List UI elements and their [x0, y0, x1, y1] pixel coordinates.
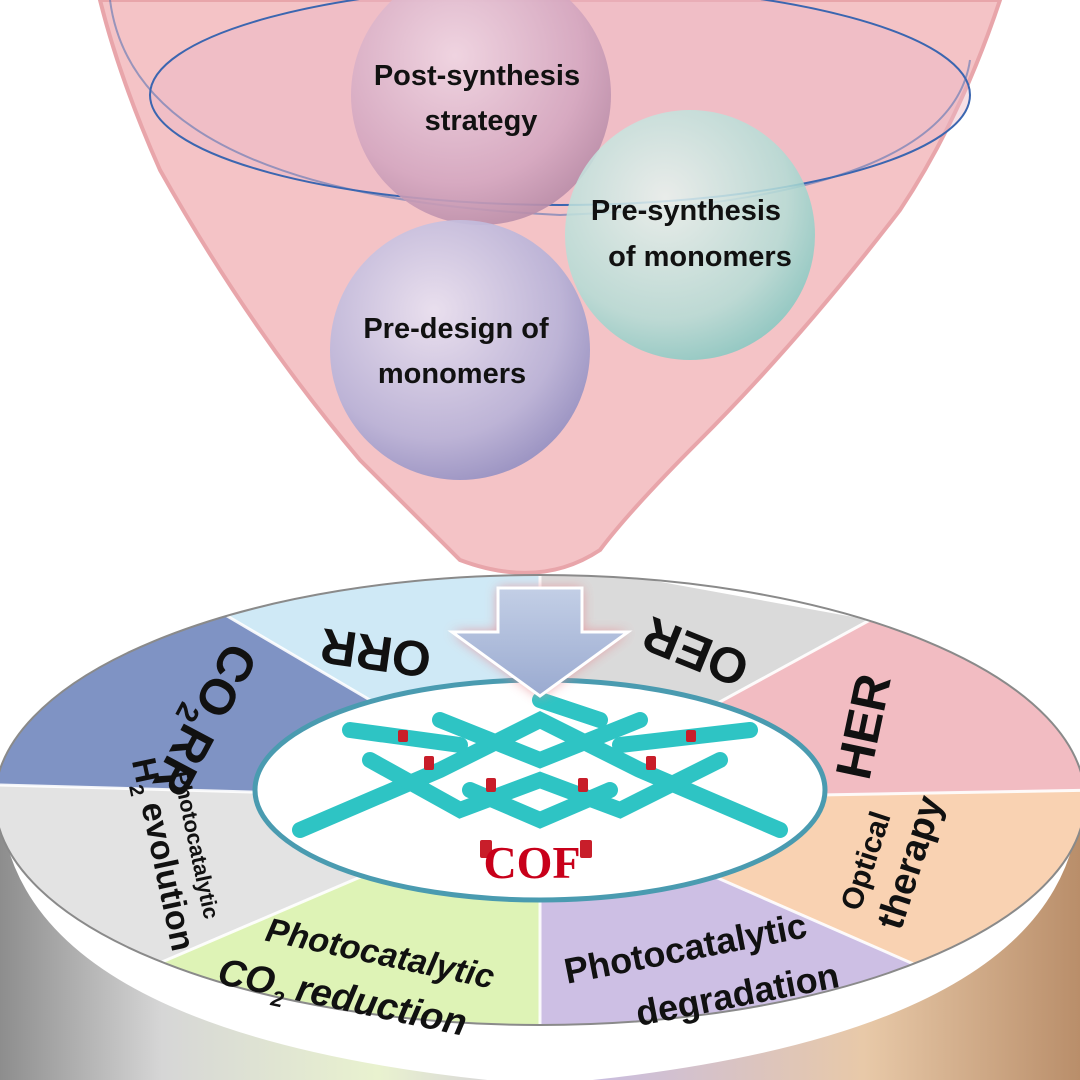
sphere-pre-design: Pre-design of monomers — [330, 220, 590, 480]
cof-center: COF — [252, 677, 828, 903]
cof-label: COF — [483, 837, 580, 888]
cof-linkers — [398, 730, 696, 858]
sphere-pre-design-line2: monomers — [378, 358, 526, 390]
sphere-pre-synthesis-line1: Pre-synthesis — [591, 195, 781, 227]
label-co2-sub: 2 — [268, 985, 287, 1012]
sphere-post-synthesis-line1: Post-synthesis — [374, 60, 580, 92]
sphere-pre-synthesis-line2: of monomers — [608, 241, 792, 273]
svg-text:Pre-synthesis of monomer: Pre-synthesis of monomers — [591, 195, 792, 273]
svg-text:Pre-design of monomers: Pre-design of monomers — [363, 313, 556, 390]
sector-optical-therapy — [540, 790, 1080, 1025]
svg-text:Post-synthesis strategy: Post-synthesis strategy — [374, 60, 588, 137]
cof-framework-structure — [292, 692, 788, 838]
label-h2-sub: 2 — [124, 783, 148, 798]
disc-side — [0, 790, 1080, 1080]
funnel-rim-outer — [109, 0, 971, 217]
sphere-post-synthesis: Post-synthesis strategy — [351, 0, 611, 225]
down-arrow — [447, 586, 633, 698]
sphere-post-synthesis-line2: strategy — [425, 105, 538, 137]
sphere-pre-design-line1: Pre-design of — [363, 313, 549, 345]
sphere-pre-synthesis: Pre-synthesis of monomers — [565, 110, 815, 360]
